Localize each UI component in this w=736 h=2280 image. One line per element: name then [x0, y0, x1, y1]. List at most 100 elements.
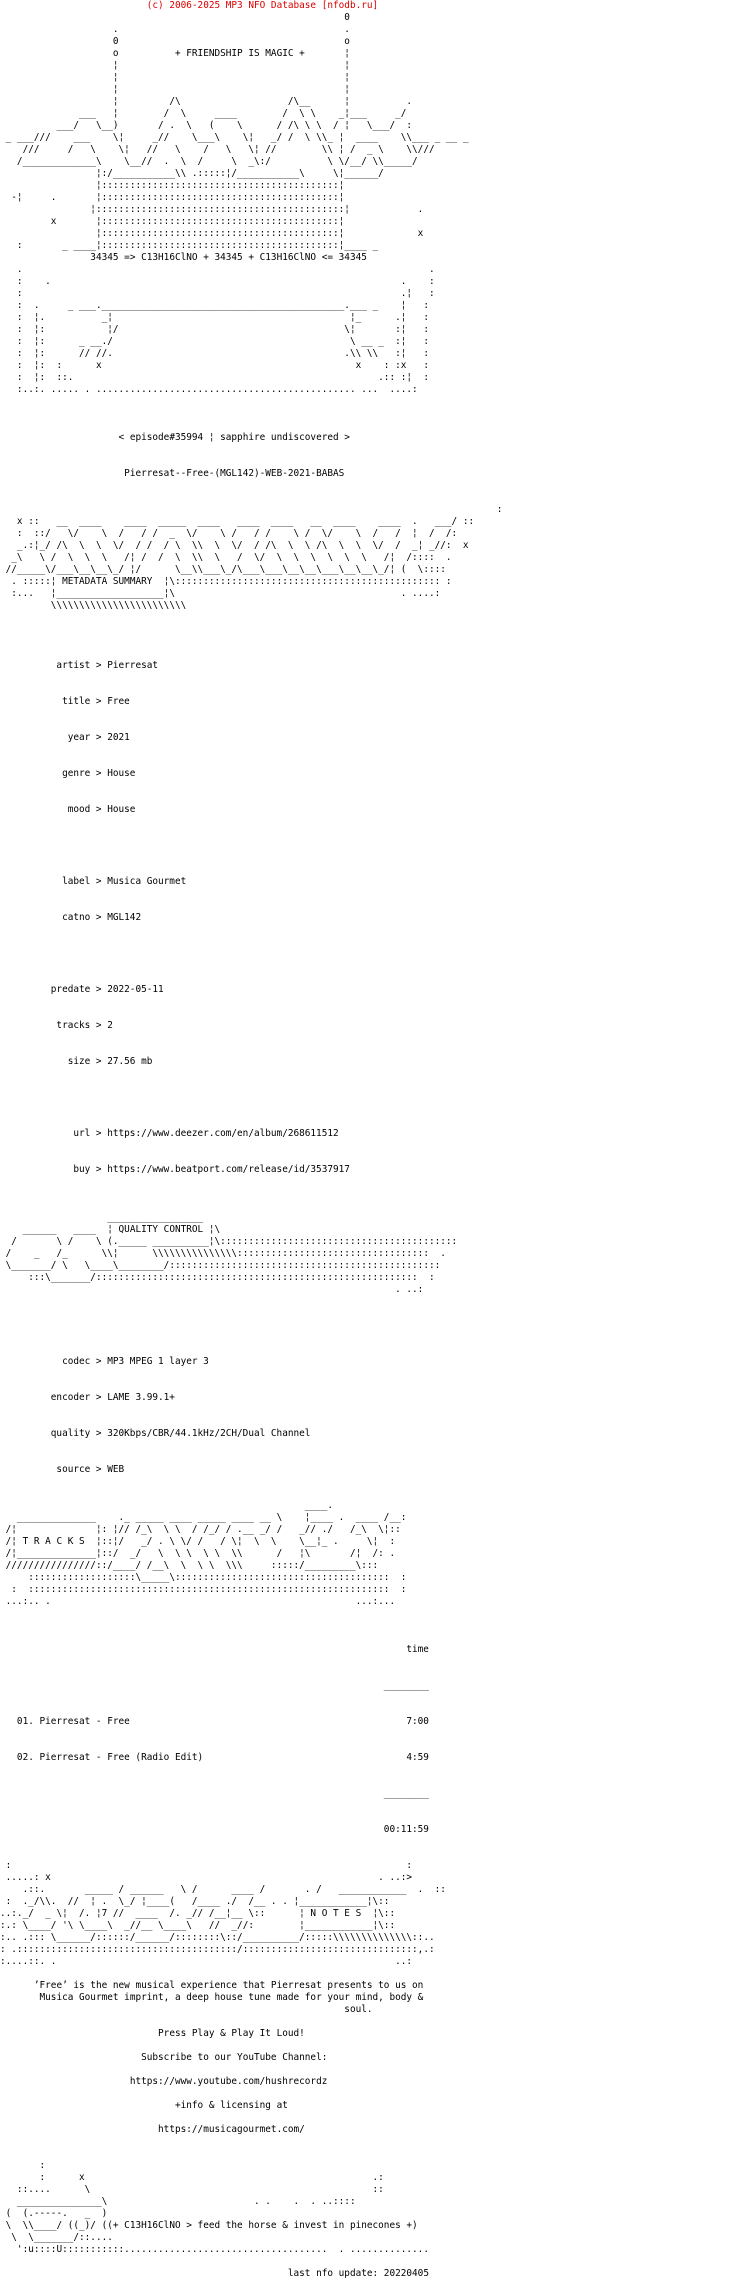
ascii-art-horse: : : x .: ::.... \ :: _______________\ . …: [5, 2160, 429, 2255]
spacer: [0, 1188, 736, 1212]
quality-row-codec: codec>MP3 MPEG 1 layer 3: [0, 1356, 736, 1368]
spacer: [0, 948, 736, 960]
spacer: [0, 2088, 736, 2100]
ascii-art-table: . . : . . : :: [16, 264, 435, 395]
kv-separator: >: [95, 984, 102, 995]
quality-value-codec: MP3 MPEG 1 layer 3: [107, 1356, 209, 1367]
metadata-list: artist>Pierresat title>Free year>2021 ge…: [0, 636, 736, 1188]
spacer: [0, 612, 736, 636]
spacer: [0, 2016, 736, 2028]
time-column-header: time: [406, 1644, 429, 1655]
quality-row-source: source>WEB: [0, 1464, 736, 1476]
meta-value-artist: Pierresat: [107, 660, 159, 671]
quality-row-quality: quality>320Kbps/CBR/44.1kHz/2CH/Dual Cha…: [0, 1428, 736, 1440]
total-rule-row: ________: [0, 1788, 429, 1800]
spacer: [0, 1296, 736, 1332]
kv-separator: >: [95, 768, 102, 779]
meta-row-genre: genre>House: [0, 768, 736, 780]
track-row-1: 01. Pierresat - Free 7:00: [0, 1716, 429, 1728]
track-time: 7:00: [406, 1716, 429, 1727]
kv-separator: >: [95, 1356, 102, 1367]
time-rule-row: ________: [0, 1680, 429, 1692]
time-rule: ________: [383, 1680, 429, 1691]
meta-row-title: title>Free: [0, 696, 736, 708]
kv-separator: >: [95, 1020, 102, 1031]
meta-value-predate: 2022-05-11: [107, 984, 164, 995]
meta-key: catno: [62, 912, 91, 923]
time-column-header-row: time: [0, 1644, 429, 1656]
spacer: [0, 444, 736, 468]
meta-key: url: [73, 1128, 91, 1139]
meta-value-size: 27.56 mb: [107, 1056, 153, 1067]
quality-row-encoder: encoder>LAME 3.99.1+: [0, 1392, 736, 1404]
quality-value-quality: 320Kbps/CBR/44.1kHz/2CH/Dual Channel: [107, 1428, 311, 1439]
meta-value-title: Free: [107, 696, 130, 707]
quality-value-source: WEB: [107, 1464, 125, 1475]
filler: [0, 1824, 378, 1836]
spacer: [0, 1848, 736, 1860]
deezer-url: https://www.deezer.com/en/album/26861151…: [107, 1128, 339, 1139]
kv-separator: >: [95, 1128, 102, 1139]
track-title: Pierresat - Free (Radio Edit): [39, 1752, 204, 1763]
tracks-banner: ____. ______________ ._ _____ ____ _____…: [5, 1500, 407, 1607]
meta-row-year: year>2021: [0, 732, 736, 744]
episode-title-line: < episode#35994 ¦ sapphire undiscovered …: [0, 432, 350, 443]
track-row-2: 02.Pierresat - Free (Radio Edit)4:59: [0, 1752, 429, 1764]
release-name-line: Pierresat--Free-(MGL142)-WEB-2021-BABAS: [0, 468, 345, 479]
meta-row-label: label>Musica Gourmet: [0, 876, 736, 888]
kv-separator: >: [95, 732, 102, 743]
meta-key: title: [62, 696, 91, 707]
filler: [0, 1788, 378, 1800]
spacer: [0, 1092, 736, 1104]
meta-value-catno: MGL142: [107, 912, 142, 923]
spacer: [0, 2112, 736, 2124]
kv-separator: >: [95, 660, 102, 671]
track-number: 02.: [16, 1752, 34, 1763]
spacer: [0, 480, 736, 504]
kv-separator: >: [95, 1164, 102, 1175]
friendship-tagline-line: o + FRIENDSHIP IS MAGIC + ¦: [0, 48, 350, 59]
meta-row-size: size>27.56 mb: [0, 1056, 736, 1068]
youtube-url-line: https://www.youtube.com/hushrecordz: [0, 2076, 328, 2087]
meta-value-tracks: 2: [107, 1020, 113, 1031]
quality-value-encoder: LAME 3.99.1+: [107, 1392, 175, 1403]
meta-key: artist: [56, 660, 91, 671]
press-play-line: Press Play & Play It Loud!: [0, 2028, 305, 2039]
meta-value-genre: House: [107, 768, 136, 779]
filler: [0, 1644, 378, 1656]
indent: [0, 1752, 17, 1764]
beatport-url: https://www.beatport.com/release/id/3537…: [107, 1164, 350, 1175]
meta-value-label: Musica Gourmet: [107, 876, 187, 887]
ascii-art-gate-barn: ¦ ¦ ¦ ¦ ¦ ¦ ¦ /: [5, 60, 469, 251]
meta-row-artist: artist > Pierresat: [0, 660, 736, 672]
total-duration: 00:11:59: [383, 1824, 429, 1835]
formula-line: 34345 => C13H16ClNO + 34345 + C13H16ClNO…: [0, 252, 367, 263]
copyright-line: (c) 2006-2025 MP3 NFO Database [nfodb.ru…: [0, 0, 379, 11]
tracklist: time ________ 01. Pierresat - Free 7:00 02…: [0, 1620, 429, 1848]
meta-row-url: url > https://www.deezer.com/en/album/2686…: [0, 1128, 736, 1140]
track-number: 01.: [16, 1716, 34, 1727]
spacer: [0, 1968, 736, 1980]
meta-value-mood: House: [107, 804, 136, 815]
kv-separator: >: [95, 876, 102, 887]
kv-separator: >: [95, 804, 102, 815]
metadata-summary-banner: : x :: __ ____ ____ _____ ____ ____ ____…: [5, 504, 503, 611]
ascii-art-top: 0 . . 0 o: [112, 12, 350, 47]
total-rule: ________: [383, 1788, 429, 1799]
quality-key: source: [56, 1464, 91, 1475]
spacer: [0, 840, 736, 852]
meta-row-mood: mood>House: [0, 804, 736, 816]
spacer: [0, 2256, 736, 2268]
youtube-cta-line: Subscribe to our YouTube Channel:: [0, 2052, 328, 2063]
meta-row-tracks: tracks>2: [0, 1020, 736, 1032]
meta-row-catno: catno > MGL142: [0, 912, 736, 924]
meta-key: year: [67, 732, 91, 743]
indent: [0, 1716, 17, 1728]
track-title: Pierresat - Free: [39, 1716, 130, 1727]
spacer: [0, 1488, 736, 1500]
label-website-url-line: https://musicagourmet.com/: [0, 2124, 305, 2135]
kv-separator: >: [95, 912, 102, 923]
licensing-line: +info & licensing at: [0, 2100, 288, 2111]
notes-banner: : : .....: x . ..:> .::. _____ / ______ …: [0, 1860, 446, 1967]
quality-key: quality: [50, 1428, 91, 1439]
